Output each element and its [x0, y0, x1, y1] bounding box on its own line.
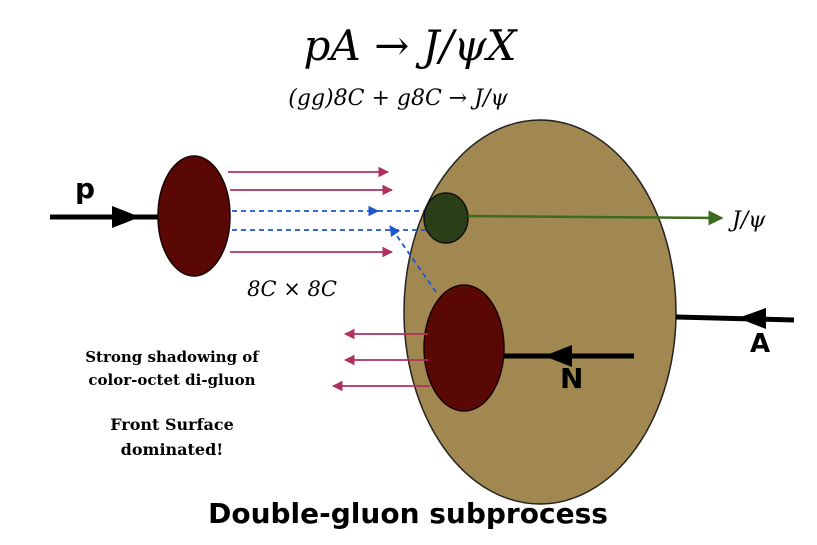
jpsi-outgoing-arrow	[467, 210, 724, 226]
nucleon-beam-arrow	[504, 345, 634, 367]
nucleus-label: A	[750, 329, 770, 359]
octet-digluon-lines	[232, 205, 437, 293]
nucleon-ellipse	[423, 284, 505, 412]
diagram-caption: Double-gluon subprocess	[208, 497, 608, 530]
nucleus-beam-arrow	[675, 308, 795, 329]
diagram-title: pA → J/ψX	[304, 21, 519, 70]
note-front-surface: Front Surface	[110, 415, 234, 434]
jpsi-ellipse	[423, 192, 469, 244]
jpsi-label: J/ψ	[728, 208, 766, 233]
proton-ellipse	[157, 155, 231, 277]
nucleon-gluon-lines	[331, 328, 430, 392]
proton-beam-arrow	[50, 206, 158, 228]
note-shadowing: Strong shadowing of	[85, 348, 260, 366]
note-dominated: dominated!	[121, 440, 224, 459]
nucleon-label: N	[560, 362, 583, 395]
diagram-subtitle: (gg)8C + g8C → J/ψ	[288, 86, 508, 111]
note-octet: color-octet di-gluon	[88, 371, 255, 389]
proton-label: p	[75, 172, 95, 205]
octet-product-label: 8C × 8C	[247, 277, 337, 301]
proton-gluon-lines	[228, 166, 394, 258]
